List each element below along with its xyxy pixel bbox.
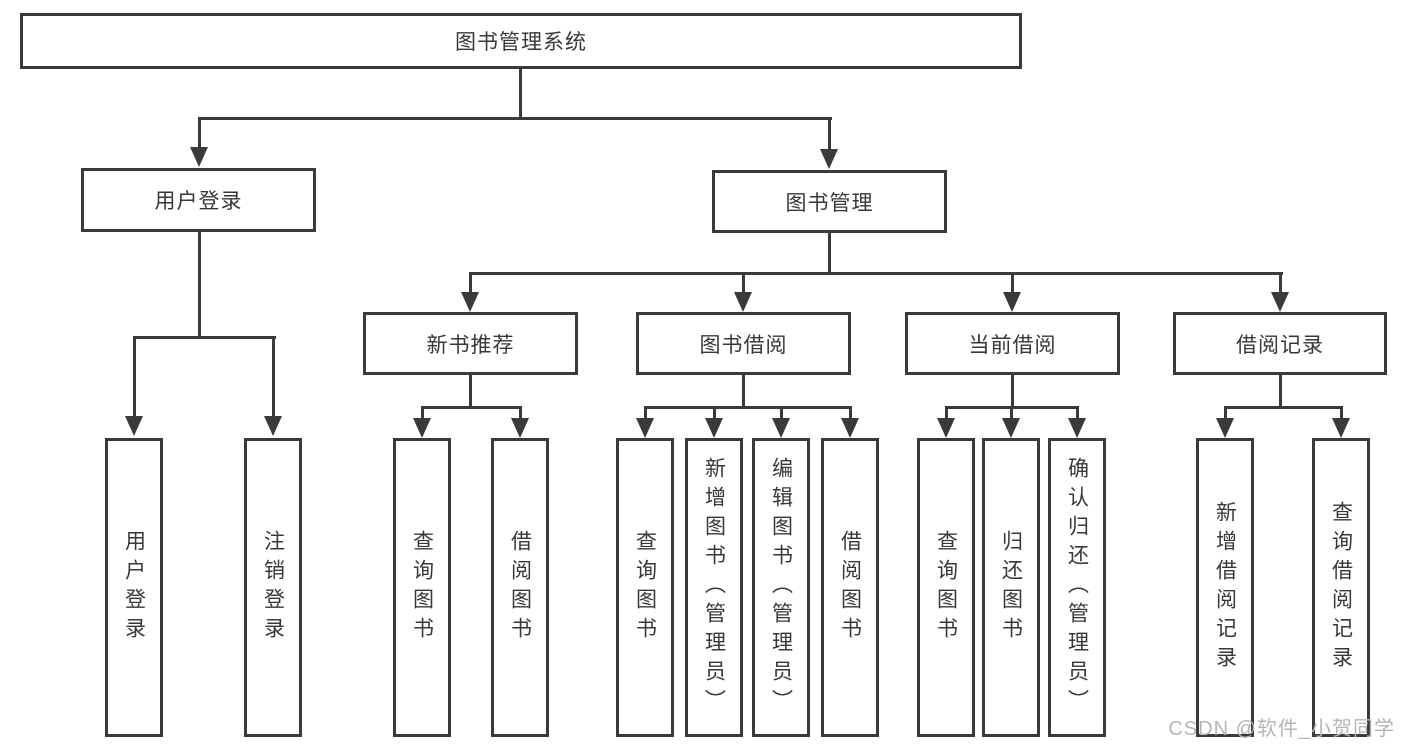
leaf-borrow-books-1: 借阅图书	[491, 438, 549, 737]
arrowhead-query-borrow-record	[1332, 418, 1350, 438]
arrowhead-confirm-return	[1068, 418, 1086, 438]
connector-borrowing-records-trunk	[1279, 375, 1282, 409]
leaf-return-book-label: 归还图书	[999, 529, 1023, 646]
connector-book-management-split	[469, 272, 1283, 275]
node-book-management-label: 图书管理	[785, 191, 874, 215]
node-current-borrowing: 当前借阅	[905, 312, 1120, 375]
arrowhead-edit-book-admin	[772, 418, 790, 438]
leaf-user-login: 用户登录	[105, 438, 163, 737]
connector-drop-book-borrowing	[742, 272, 745, 294]
arrowhead-return-book	[1002, 418, 1020, 438]
arrowhead-query-books-2	[636, 418, 654, 438]
connector-drop-confirm-return	[1076, 406, 1079, 420]
connector-user-login-trunk	[198, 232, 201, 339]
leaf-query-books-1-label: 查询图书	[410, 529, 434, 646]
connector-drop-query-books-1	[421, 406, 424, 420]
arrowhead-user-login	[190, 147, 208, 167]
connector-new-book-recommend-trunk	[469, 375, 472, 409]
arrowhead-book-borrowing	[734, 292, 752, 312]
leaf-edit-book-admin: 编辑图书（管理员）	[752, 438, 810, 737]
arrowhead-borrowing-records	[1271, 292, 1289, 312]
node-book-borrowing: 图书借阅	[636, 312, 851, 375]
connector-book-borrowing-split	[644, 406, 852, 409]
connector-borrowing-records-split	[1224, 406, 1343, 409]
arrowhead-book-management	[820, 149, 838, 169]
node-borrowing-records: 借阅记录	[1173, 312, 1387, 375]
node-new-book-recommend-label: 新书推荐	[426, 333, 515, 357]
connector-drop-query-books-2	[644, 406, 647, 420]
arrowhead-add-borrow-record	[1216, 418, 1234, 438]
connector-drop-borrow-books-2	[849, 406, 852, 420]
connector-drop-borrow-books-1	[519, 406, 522, 420]
connector-drop-query-borrow-record	[1340, 406, 1343, 420]
connector-user-login-split	[133, 336, 276, 339]
node-book-management: 图书管理	[712, 170, 947, 233]
connector-drop-add-borrow-record	[1224, 406, 1227, 420]
leaf-logout-label: 注销登录	[261, 529, 285, 646]
arrowhead-new-book-recommend	[461, 292, 479, 312]
leaf-borrow-books-1-label: 借阅图书	[508, 529, 532, 646]
connector-drop-add-book-admin	[713, 406, 716, 420]
arrowhead-query-books-3	[937, 418, 955, 438]
leaf-query-books-3-label: 查询图书	[934, 529, 958, 646]
connector-new-book-recommend-split	[421, 406, 522, 409]
leaf-query-books-2: 查询图书	[616, 438, 674, 737]
arrowhead-borrow-books-2	[841, 418, 859, 438]
leaf-return-book: 归还图书	[982, 438, 1040, 737]
leaf-borrow-books-2: 借阅图书	[821, 438, 879, 737]
leaf-query-books-1: 查询图书	[393, 438, 451, 737]
leaf-confirm-return-admin: 确认归还（管理员）	[1048, 438, 1106, 737]
connector-drop-leaf-user-login	[133, 336, 136, 418]
connector-drop-query-books-3	[945, 406, 948, 420]
arrowhead-current-borrowing	[1003, 292, 1021, 312]
watermark: CSDN @软件_小贺同学	[1168, 718, 1395, 740]
connector-drop-leaf-logout	[272, 336, 275, 418]
connector-drop-user-login	[198, 117, 201, 150]
leaf-add-book-admin-label: 新增图书（管理员）	[702, 457, 726, 718]
connector-book-management-trunk	[828, 233, 831, 275]
leaf-add-borrow-record: 新增借阅记录	[1196, 438, 1254, 737]
connector-drop-edit-book-admin	[780, 406, 783, 420]
leaf-query-books-2-label: 查询图书	[633, 529, 657, 646]
leaf-edit-book-admin-label: 编辑图书（管理员）	[769, 457, 793, 718]
leaf-borrow-books-2-label: 借阅图书	[838, 529, 862, 646]
connector-drop-book-management	[828, 117, 831, 151]
leaf-logout: 注销登录	[244, 438, 302, 737]
leaf-query-borrow-record: 查询借阅记录	[1312, 438, 1370, 737]
leaf-add-borrow-record-label: 新增借阅记录	[1213, 500, 1237, 675]
node-borrowing-records-label: 借阅记录	[1236, 333, 1324, 357]
arrowhead-add-book-admin	[705, 418, 723, 438]
node-user-login: 用户登录	[81, 168, 316, 232]
leaf-query-borrow-record-label: 查询借阅记录	[1329, 500, 1353, 675]
node-root: 图书管理系统	[20, 13, 1022, 69]
node-new-book-recommend: 新书推荐	[363, 312, 578, 375]
leaf-add-book-admin: 新增图书（管理员）	[685, 438, 743, 737]
connector-drop-return-book	[1010, 406, 1013, 420]
leaf-confirm-return-admin-label: 确认归还（管理员）	[1065, 457, 1089, 718]
arrowhead-borrow-books-1	[511, 418, 529, 438]
node-current-borrowing-label: 当前借阅	[968, 333, 1057, 357]
arrowhead-leaf-logout	[264, 416, 282, 436]
connector-current-borrowing-trunk	[1011, 375, 1014, 409]
node-user-login-label: 用户登录	[154, 190, 243, 213]
node-book-borrowing-label: 图书借阅	[699, 333, 788, 357]
connector-drop-borrowing-records	[1279, 272, 1282, 294]
connector-root-split	[198, 117, 832, 120]
connector-book-borrowing-trunk	[742, 375, 745, 409]
leaf-user-login-label: 用户登录	[122, 529, 146, 646]
connector-root-trunk	[519, 69, 522, 120]
node-root-label: 图书管理系统	[455, 31, 587, 54]
arrowhead-query-books-1	[413, 418, 431, 438]
connector-drop-new-book-recommend	[469, 272, 472, 294]
arrowhead-leaf-user-login	[125, 416, 143, 436]
leaf-query-books-3: 查询图书	[917, 438, 975, 737]
connector-drop-current-borrowing	[1011, 272, 1014, 294]
